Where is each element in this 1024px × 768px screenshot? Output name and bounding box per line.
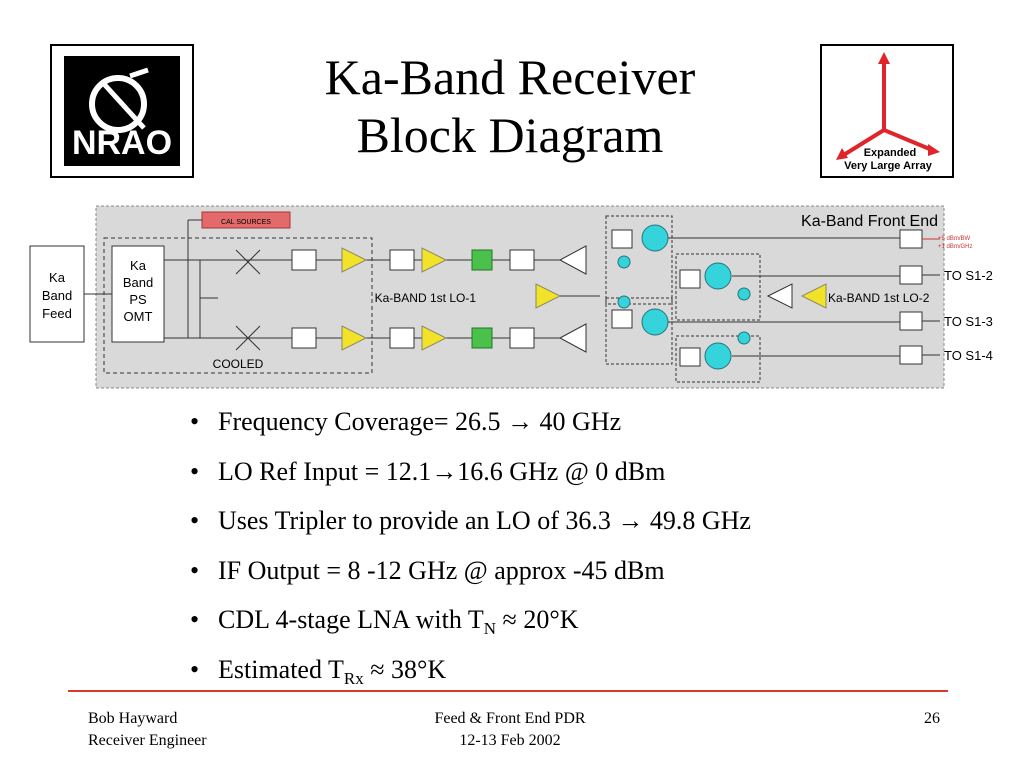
cooled-region — [103, 237, 373, 374]
footer-author: Bob Hayward Receiver Engineer — [88, 708, 207, 752]
ka-band-feed-box — [29, 245, 85, 343]
bullet-lna: CDL 4-stage LNA with TN ≈ 20°K — [190, 600, 950, 650]
footer-event-date: 12-13 Feb 2002 — [459, 732, 561, 749]
bullet-lna-value: ≈ 20°K — [496, 605, 579, 634]
nrao-logo: NRAO — [50, 44, 194, 178]
footer-rule — [68, 690, 948, 692]
footer-author-name: Bob Hayward — [88, 710, 178, 727]
evla-logo-line-1: Expanded — [864, 147, 917, 159]
evla-logo: Expanded Very Large Array — [820, 44, 954, 178]
block-diagram: Ka-Band Front End COOLED CAL SOURCES Ka … — [0, 198, 1024, 398]
bullet-if-output: IF Output = 8 -12 GHz @ approx -45 dBm — [190, 551, 950, 601]
front-end-heading: Ka-Band Front End — [801, 213, 938, 230]
bullet-lna-text: CDL 4-stage LNA with T — [218, 605, 484, 634]
omt-label-2: Band — [123, 275, 153, 290]
lo2-label: Ka-BAND 1st LO-2 — [828, 291, 930, 305]
output-s1-4: TO S1-4 — [944, 348, 993, 363]
bullet-frequency-coverage: Frequency Coverage= 26.5 → 40 GHz — [190, 402, 950, 452]
footer-author-role: Receiver Engineer — [88, 732, 207, 749]
nrao-logo-text: NRAO — [72, 124, 172, 162]
evla-logo-line-2: Very Large Array — [844, 160, 933, 172]
omt-label-1: Ka — [130, 258, 147, 273]
bullet-trx-sub: Rx — [343, 668, 364, 688]
bullet-lo-ref-input: LO Ref Input = 12.1→16.6 GHz @ 0 dBm — [190, 452, 950, 502]
bullet-lna-sub: N — [483, 619, 497, 639]
omt-label-4: OMT — [124, 309, 153, 324]
front-end-panel — [95, 205, 945, 389]
output-s1-3: TO S1-3 — [944, 314, 993, 329]
omt-label-3: PS — [129, 292, 147, 307]
bullet-tripler: Uses Tripler to provide an LO of 36.3 → … — [190, 501, 950, 551]
feed-label-3: Feed — [42, 306, 72, 321]
bullet-trx-text: Estimated T — [218, 654, 344, 684]
feed-label-2: Band — [42, 288, 72, 303]
footer-page-number: 26 — [924, 710, 940, 727]
bullet-trx-value: ≈ 38°K — [363, 654, 447, 684]
footer-event-name: Feed & Front End PDR — [434, 710, 586, 727]
title-line-1: Ka-Band Receiver — [324, 49, 696, 105]
output-s1-2: TO S1-2 — [944, 268, 993, 283]
title-line-2: Block Diagram — [356, 107, 664, 163]
lo1-label: Ka-BAND 1st LO-1 — [375, 291, 477, 305]
slide-title: Ka-Band Receiver Block Diagram — [230, 48, 790, 164]
ps-omt-box — [111, 245, 165, 343]
cal-sources-label: CAL SOURCES — [221, 219, 271, 226]
note-2: +1 dBm/GHz — [938, 244, 973, 250]
feed-label-1: Ka — [49, 270, 66, 285]
footer-event: Feed & Front End PDR 12-13 Feb 2002 — [380, 708, 640, 752]
bullet-list: Frequency Coverage= 26.5 → 40 GHz LO Ref… — [190, 402, 950, 699]
bullet-estimated-trx: Estimated TRx ≈ 38°K — [190, 650, 950, 700]
cooled-label: COOLED — [213, 357, 264, 371]
note-1: +5 dBm/BW — [938, 236, 971, 242]
